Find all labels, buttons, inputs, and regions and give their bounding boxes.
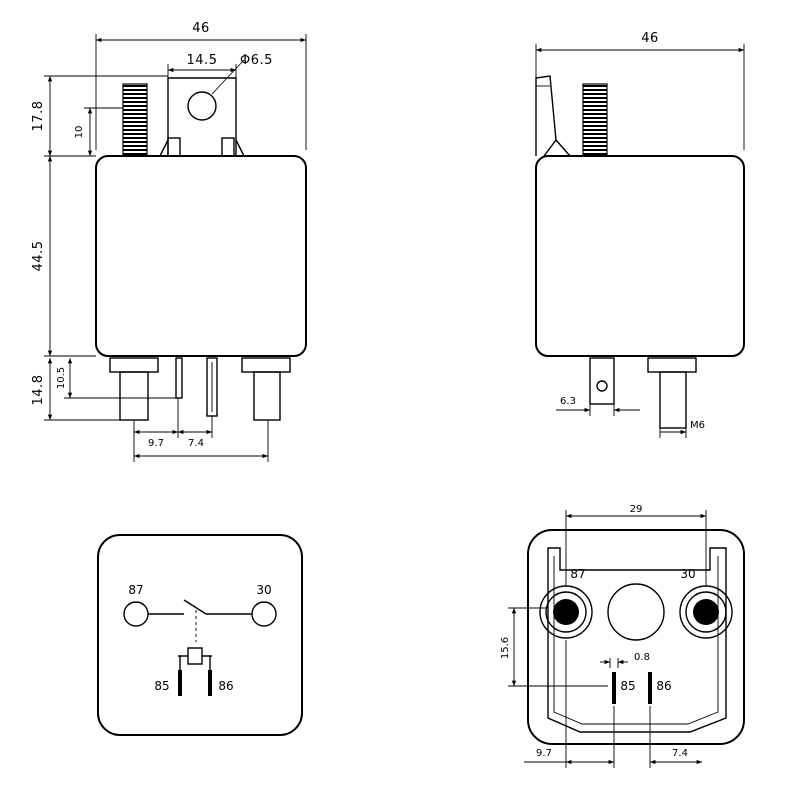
bottom-86-label: 86 bbox=[656, 679, 671, 693]
bottom-center-boss bbox=[607, 583, 665, 641]
front-mount-hole bbox=[187, 91, 217, 121]
bottom-87-label: 87 bbox=[570, 567, 585, 581]
bottom-view: 85 86 87 30 29 15.6 0.8 9.7 7.4 bbox=[500, 504, 745, 768]
front-tab-neck bbox=[159, 139, 245, 157]
side-spring bbox=[582, 83, 608, 157]
front-tab-clip-left bbox=[167, 137, 181, 157]
side-width-label: 46 bbox=[641, 31, 659, 46]
schematic-frame bbox=[97, 534, 303, 736]
bottom-outer-frame bbox=[527, 529, 745, 745]
side-flat-pin-hole bbox=[596, 380, 608, 392]
bottom-height-label: 15.6 bbox=[500, 637, 511, 659]
front-spring-height-label: 10 bbox=[74, 126, 85, 139]
front-offset-b-label: 7.4 bbox=[188, 438, 204, 449]
front-hole-label: Φ6.5 bbox=[240, 53, 273, 68]
bottom-terminal-87 bbox=[553, 599, 579, 625]
front-view: 46 14.5 Φ6.5 17.8 10 44.5 14.8 10.5 bbox=[31, 21, 307, 462]
front-spring bbox=[122, 83, 148, 157]
schematic-view: 87 30 85 86 bbox=[97, 534, 303, 736]
front-tab-clip-right bbox=[221, 137, 235, 157]
bottom-spacing-label: 29 bbox=[630, 504, 643, 515]
side-view: 46 6.3 M6 bbox=[535, 31, 745, 438]
side-stud-label: M6 bbox=[690, 420, 705, 431]
bottom-30-label: 30 bbox=[680, 567, 695, 581]
side-relay-body bbox=[535, 155, 745, 357]
front-tab-spacing-label: 14.5 bbox=[187, 53, 218, 68]
schematic-87-label: 87 bbox=[128, 583, 143, 597]
side-flat-pin bbox=[589, 357, 615, 405]
front-pin-30-collar bbox=[241, 357, 291, 373]
bottom-inner-frame bbox=[547, 547, 727, 733]
bottom-gap-label: 0.8 bbox=[634, 652, 650, 663]
bottom-offset-b-label: 7.4 bbox=[672, 748, 688, 759]
bottom-offset-a-label: 9.7 bbox=[536, 748, 552, 759]
side-stud-collar bbox=[647, 357, 697, 373]
schematic-switch-blade bbox=[183, 599, 207, 615]
front-width-label: 46 bbox=[192, 21, 210, 36]
front-body-height-label: 44.5 bbox=[31, 241, 46, 272]
front-pin-length-label: 14.8 bbox=[31, 375, 46, 406]
side-tab-width-label: 6.3 bbox=[560, 396, 576, 407]
front-tab-height-label: 17.8 bbox=[31, 101, 46, 132]
bottom-85-label: 85 bbox=[620, 679, 635, 693]
front-offset-a-label: 9.7 bbox=[148, 438, 164, 449]
schematic-86-label: 86 bbox=[218, 679, 233, 693]
front-pin-30 bbox=[253, 371, 281, 421]
front-pin-87-collar bbox=[109, 357, 159, 373]
bottom-terminal-30 bbox=[693, 599, 719, 625]
front-relay-body bbox=[95, 155, 307, 357]
side-mounting-tab bbox=[535, 75, 557, 157]
schematic-30-label: 30 bbox=[256, 583, 271, 597]
front-pin-85 bbox=[175, 357, 183, 399]
front-pin-87 bbox=[119, 371, 149, 421]
front-mounting-tab bbox=[167, 77, 237, 156]
side-stud bbox=[659, 371, 687, 429]
front-pin-short-label: 10.5 bbox=[56, 367, 67, 389]
schematic-85-label: 85 bbox=[154, 679, 169, 693]
